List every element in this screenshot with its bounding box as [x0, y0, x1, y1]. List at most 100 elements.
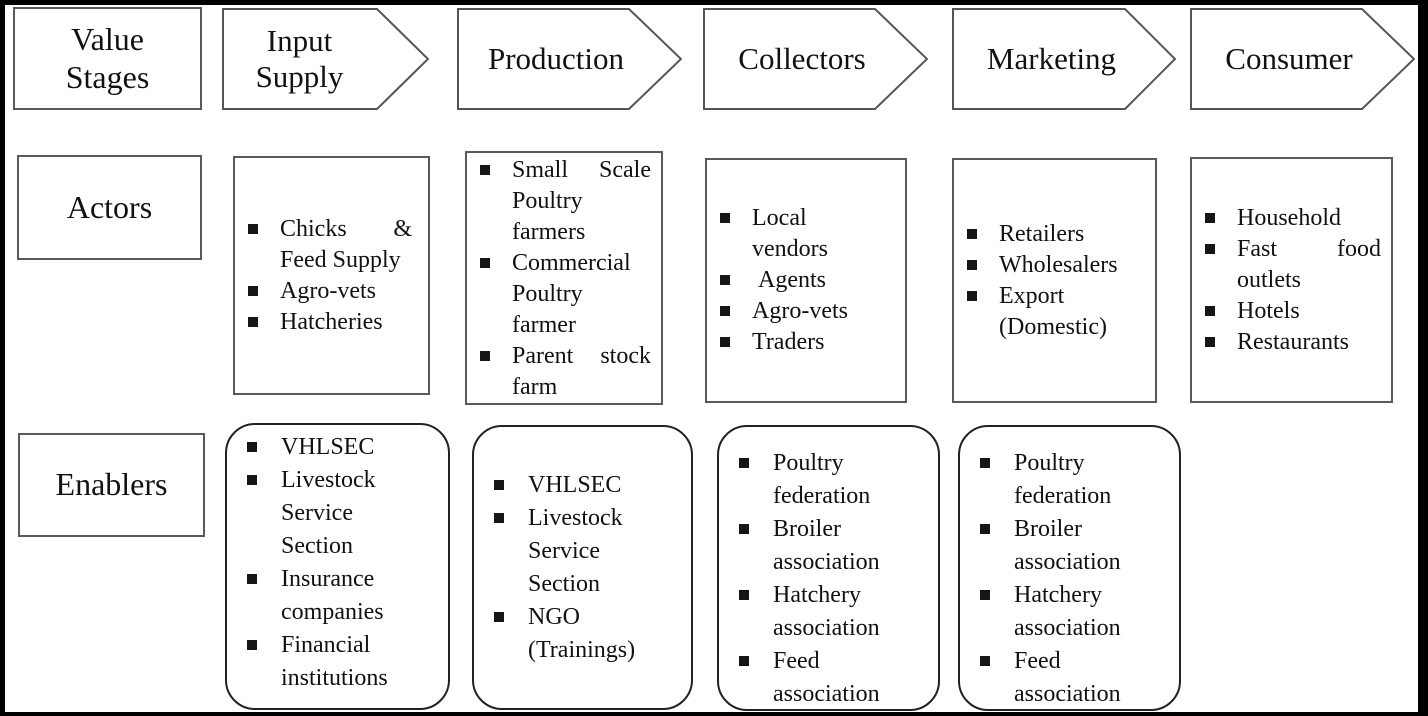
list-item: Agro-vets — [720, 296, 881, 327]
bullet-square-icon — [248, 223, 258, 234]
actors-list-marketing: Retailers Wholesalers Export (Domestic) — [967, 219, 1145, 343]
list-item: Hatcheries — [248, 307, 412, 338]
list-item: Broiler association — [980, 513, 1157, 579]
list-item: Hatchery association — [739, 579, 916, 645]
arrow-shape-icon — [222, 8, 429, 110]
list-item: VHLSEC — [494, 469, 669, 502]
bullet-square-icon — [480, 165, 490, 175]
list-item: Restaurants — [1205, 327, 1381, 358]
list-item: Broiler association — [739, 513, 916, 579]
row-label-enablers: Enablers — [18, 433, 205, 537]
list-item: Export (Domestic) — [967, 281, 1145, 343]
stage-label: Marketing — [986, 41, 1117, 77]
bullet-square-icon — [739, 656, 749, 666]
list-item: Fast food outlets — [1205, 234, 1381, 296]
stage-label: Collectors — [738, 41, 866, 77]
enablers-list-marketing: Poultry federation Broiler association H… — [980, 447, 1157, 711]
actors-box-marketing: Retailers Wholesalers Export (Domestic) — [952, 158, 1157, 403]
enablers-box-marketing: Poultry federation Broiler association H… — [958, 425, 1181, 711]
bullet-square-icon — [248, 285, 258, 296]
bullet-square-icon — [980, 656, 990, 666]
list-item: Insurance companies — [247, 563, 426, 629]
list-item: Small Scale Poultry farmers — [480, 155, 651, 248]
list-item: Poultry federation — [980, 447, 1157, 513]
bullet-square-icon — [720, 306, 730, 316]
enablers-box-production: VHLSEC Livestock Service Section NGO (Tr… — [472, 425, 693, 710]
list-item: Financial institutions — [247, 629, 426, 695]
list-item: Traders — [720, 327, 881, 358]
arrow-shape-icon — [457, 8, 682, 110]
list-item: Hotels — [1205, 296, 1381, 327]
actors-box-input-supply: Chicks & Feed Supply Agro-vets Hatcherie… — [233, 156, 430, 395]
enablers-list-collectors: Poultry federation Broiler association H… — [739, 447, 916, 711]
list-item: Parent stock farm — [480, 341, 651, 403]
bullet-square-icon — [494, 512, 504, 523]
bullet-square-icon — [494, 479, 504, 490]
bullet-square-icon — [739, 590, 749, 600]
list-item: Agents — [720, 265, 881, 296]
list-item: Livestock Service Section — [247, 464, 426, 563]
actors-box-collectors: Local vendors Agents Agro-vets Traders — [705, 158, 907, 403]
actors-text: Actors — [66, 188, 153, 225]
actors-box-consumer: Household Fast food outlets Hotels Resta… — [1190, 157, 1393, 403]
bullet-square-icon — [1205, 243, 1215, 254]
arrow-shape-icon — [952, 8, 1176, 110]
arrow-shape-icon — [703, 8, 928, 110]
row-label-value-stages: Value Stages — [13, 7, 202, 110]
bullet-square-icon — [980, 590, 990, 600]
row-label-actors: Actors — [17, 155, 202, 260]
bullet-square-icon — [248, 316, 258, 327]
bullet-square-icon — [967, 259, 977, 270]
list-item: Feed association — [980, 645, 1157, 711]
stage-arrow-marketing: Marketing — [952, 8, 1176, 110]
value-stages-text: Value Stages — [65, 20, 150, 95]
enablers-list-input-supply: VHLSEC Livestock Service Section Insuran… — [247, 431, 426, 695]
actors-list-consumer: Household Fast food outlets Hotels Resta… — [1205, 203, 1381, 358]
stage-arrow-production: Production — [457, 8, 682, 110]
stage-arrow-consumer: Consumer — [1190, 8, 1415, 110]
bullet-square-icon — [980, 524, 990, 534]
bullet-square-icon — [247, 640, 257, 650]
actors-list-input-supply: Chicks & Feed Supply Agro-vets Hatcherie… — [248, 214, 412, 338]
bullet-square-icon — [1205, 305, 1215, 316]
bullet-square-icon — [1205, 336, 1215, 347]
bullet-square-icon — [720, 213, 730, 223]
bullet-square-icon — [720, 275, 730, 285]
bullet-square-icon — [1205, 212, 1215, 223]
list-item: Chicks & Feed Supply — [248, 214, 412, 276]
list-item: Hatchery association — [980, 579, 1157, 645]
stage-arrow-collectors: Collectors — [703, 8, 928, 110]
list-item: Local vendors — [720, 203, 881, 265]
bullet-square-icon — [967, 290, 977, 301]
list-item: Retailers — [967, 219, 1145, 250]
bullet-square-icon — [739, 524, 749, 534]
actors-list-production: Small Scale Poultry farmers Commercial P… — [480, 155, 651, 403]
bullet-square-icon — [480, 258, 490, 268]
stage-label: Input Supply — [255, 23, 344, 94]
actors-box-production: Small Scale Poultry farmers Commercial P… — [465, 151, 663, 405]
enablers-box-input-supply: VHLSEC Livestock Service Section Insuran… — [225, 423, 450, 710]
list-item: Feed association — [739, 645, 916, 711]
bullet-square-icon — [480, 351, 490, 361]
enablers-box-collectors: Poultry federation Broiler association H… — [717, 425, 940, 711]
list-item: Agro-vets — [248, 276, 412, 307]
bullet-square-icon — [494, 611, 504, 622]
list-item: Poultry federation — [739, 447, 916, 513]
list-item: Household — [1205, 203, 1381, 234]
stage-label: Consumer — [1225, 41, 1353, 77]
list-item: Wholesalers — [967, 250, 1145, 281]
list-item: VHLSEC — [247, 431, 426, 464]
bullet-square-icon — [720, 337, 730, 347]
bullet-square-icon — [247, 475, 257, 485]
bullet-square-icon — [247, 574, 257, 584]
list-item: NGO (Trainings) — [494, 601, 669, 667]
bullet-square-icon — [967, 228, 977, 239]
enablers-text: Enablers — [55, 466, 168, 503]
stage-arrow-input-supply: Input Supply — [222, 8, 429, 110]
bullet-square-icon — [739, 458, 749, 468]
stage-label: Production — [487, 41, 625, 77]
bullet-square-icon — [980, 458, 990, 468]
list-item: Commercial Poultry farmer — [480, 248, 651, 341]
list-item: Livestock Service Section — [494, 502, 669, 601]
